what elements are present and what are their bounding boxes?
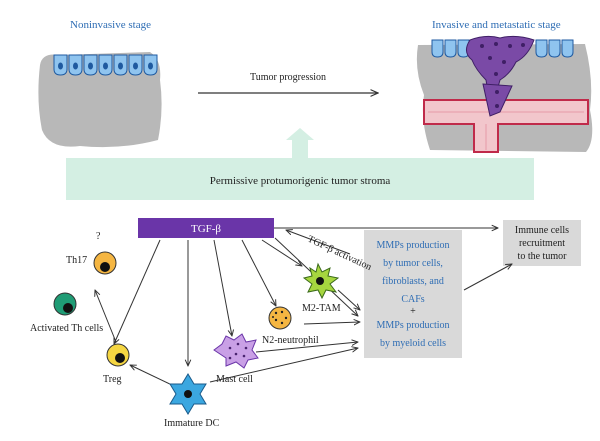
neutrophil-to-mmp-arrow (303, 322, 360, 324)
tgf-to-mast-arrow (213, 239, 232, 336)
activated-th-cell-icon (53, 292, 77, 316)
mmp-line-5: MMPs production (376, 320, 449, 331)
noninvasive-stage-title: Noninvasive stage (70, 19, 151, 31)
th17-label: Th17 (66, 255, 87, 266)
immune-line-2: recruitment (519, 238, 565, 249)
treg-to-th17-arrow (95, 290, 117, 343)
tumor-progression-label: Tumor progression (250, 72, 326, 83)
mmp-box (364, 230, 462, 358)
invasive-stage-title: Invasive and metastatic stage (432, 19, 561, 31)
macrophage-to-mmp-arrow (337, 289, 360, 310)
neutrophil-icon (268, 306, 292, 330)
mmp-line-4: CAFs (401, 294, 424, 305)
tgf-to-macrophage-arrow (261, 239, 302, 266)
stroma-label: Permissive protumorigenic tumor stroma (210, 175, 391, 187)
macrophage-label: M2-TAM (302, 303, 341, 314)
mmp-line-3: fibroblasts, and (382, 276, 444, 287)
tgf-activation-arrow (286, 230, 351, 255)
tgf-to-treg-arrow (114, 239, 161, 344)
immune-recruitment-box (503, 220, 581, 266)
immature-dc-label: Immature DC (164, 418, 220, 429)
invasion-icon (466, 35, 535, 117)
tgf-beta-label: TGF-β (191, 223, 221, 235)
tgf-beta-bar (138, 218, 274, 238)
stroma-bar (66, 158, 534, 200)
diagram-arrows (95, 228, 512, 387)
immature-dc-icon (169, 373, 207, 415)
mast-cell-icon (213, 333, 259, 369)
dc-to-mmp-arrow (209, 348, 358, 383)
mmp-plus: + (410, 306, 416, 317)
mmp-line-2: by tumor cells, (383, 258, 443, 269)
activated-th-label: Activated Th cells (30, 323, 103, 334)
immune-line-3: to the tumor (518, 251, 568, 262)
mast-cell-label: Mast cell (216, 374, 253, 385)
blood-vessel-icon (423, 99, 589, 153)
noninvasive-epithelium-icon (38, 52, 162, 148)
mmp-line-1: MMPs production (376, 240, 449, 251)
tgf-activation-label: TGF-β activation (306, 234, 373, 273)
stroma-up-arrow (286, 128, 314, 158)
mmp-line-6: by myeloid cells (380, 338, 446, 349)
mast-to-mmp-arrow (255, 342, 358, 353)
neutrophil-label: N2-neutrophil (262, 335, 319, 346)
treg-cell-icon (106, 343, 130, 367)
tgf-to-neutrophil-arrow (241, 239, 276, 306)
dc-to-treg-arrow (130, 365, 175, 387)
treg-label: Treg (103, 374, 122, 385)
immune-line-1: Immune cells (515, 225, 569, 236)
th17-cell-icon (93, 251, 117, 275)
macrophage-icon (302, 262, 340, 300)
unknown-label: ? (96, 231, 101, 242)
mmp-to-immune-arrow (463, 264, 512, 291)
